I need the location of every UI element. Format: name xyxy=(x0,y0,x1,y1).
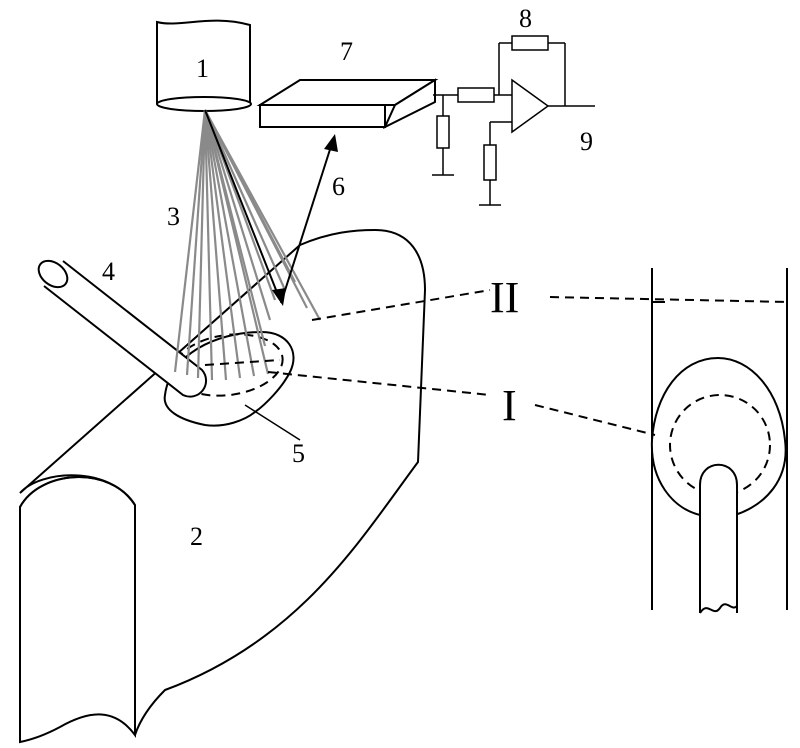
electrode xyxy=(37,259,208,398)
leader-lines xyxy=(204,289,788,441)
label-5: 5 xyxy=(292,439,305,468)
label-3: 3 xyxy=(167,202,180,231)
amplifier-circuit xyxy=(432,35,595,206)
sensor-block xyxy=(256,78,439,130)
reflection-path xyxy=(204,109,338,306)
camera-source xyxy=(156,19,252,112)
label-4: 4 xyxy=(102,257,115,286)
detail-view xyxy=(650,268,788,614)
weld-pool xyxy=(163,330,295,427)
label-7: 7 xyxy=(340,37,353,66)
label-9: 9 xyxy=(580,127,593,156)
workpiece xyxy=(19,228,427,744)
label-2: 2 xyxy=(190,522,203,551)
label-8: 8 xyxy=(519,4,532,33)
label-zone-II: II xyxy=(490,273,519,322)
label-zone-I: I xyxy=(502,381,517,430)
label-1: 1 xyxy=(196,54,209,83)
label-6: 6 xyxy=(332,172,345,201)
